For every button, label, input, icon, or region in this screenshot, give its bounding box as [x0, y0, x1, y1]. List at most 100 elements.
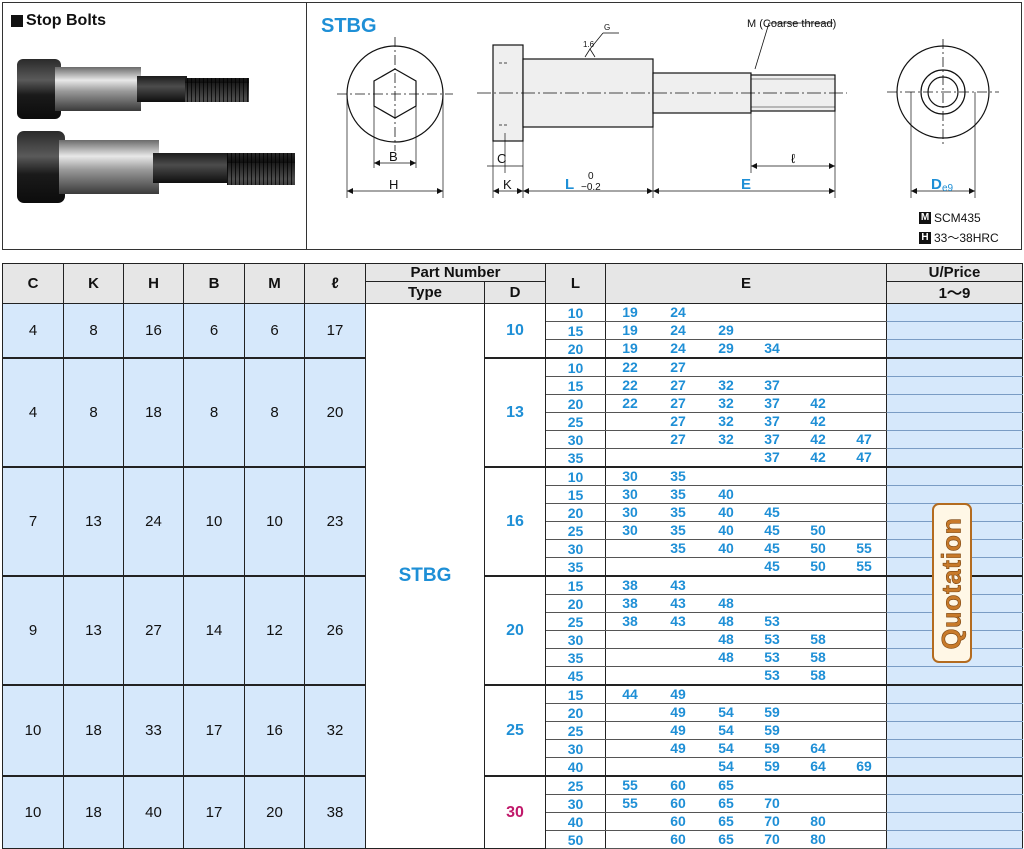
cell-price — [886, 339, 1023, 359]
e-value: 59 — [764, 758, 780, 774]
cell-d: 16 — [484, 466, 546, 577]
cell-b: 6 — [183, 303, 245, 359]
cell-m: 10 — [244, 466, 305, 577]
e-value: 54 — [718, 758, 734, 774]
e-value: 40 — [718, 540, 734, 556]
cell-price — [886, 812, 1023, 831]
cell-b: 10 — [183, 466, 245, 577]
e-value: 27 — [670, 413, 686, 429]
cell-ell: 20 — [304, 357, 366, 468]
cell-h: 33 — [123, 684, 184, 777]
cell-l: 20 — [545, 339, 606, 359]
header-ell: ℓ — [304, 263, 366, 304]
e-value: 40 — [718, 504, 734, 520]
cell-price — [886, 412, 1023, 431]
e-value: 43 — [670, 613, 686, 629]
cell-b: 17 — [183, 775, 245, 849]
e-value: 53 — [764, 631, 780, 647]
e-value: 30 — [622, 486, 638, 502]
cell-l: 35 — [545, 448, 606, 468]
cell-l: 30 — [545, 794, 606, 813]
cell-l: 15 — [545, 684, 606, 704]
cell-ell: 32 — [304, 684, 366, 777]
material-legend: M SCM435 — [919, 211, 981, 225]
header-m: M — [244, 263, 305, 304]
e-value: 53 — [764, 613, 780, 629]
header-e: E — [605, 263, 887, 304]
e-value: 24 — [670, 322, 686, 338]
e-value: 22 — [622, 359, 638, 375]
e-value: 59 — [764, 722, 780, 738]
cell-price — [886, 376, 1023, 395]
e-value: 64 — [810, 758, 826, 774]
e-value: 32 — [718, 395, 734, 411]
technical-drawing-panel: STBG — [307, 3, 1021, 249]
header-type: Type — [365, 281, 485, 304]
product-photo-panel: Stop Bolts — [3, 3, 307, 249]
e-value: 70 — [764, 813, 780, 829]
spec-table: C K H B M ℓ Part Number L E U/Price Type… — [2, 263, 1023, 849]
cell-price — [886, 721, 1023, 740]
cell-l: 25 — [545, 775, 606, 795]
dim-l-label: L — [565, 176, 574, 193]
cell-l: 25 — [545, 721, 606, 740]
cell-price — [886, 303, 1023, 322]
cell-ell: 23 — [304, 466, 366, 577]
e-value: 59 — [764, 740, 780, 756]
header-part-number: Part Number — [365, 263, 546, 282]
cell-c: 4 — [2, 357, 64, 468]
e-value: 35 — [670, 522, 686, 538]
e-value: 60 — [670, 777, 686, 793]
cell-price — [886, 466, 1023, 486]
e-value: 58 — [810, 649, 826, 665]
cell-l: 15 — [545, 575, 606, 595]
e-value: 53 — [764, 667, 780, 683]
cell-l: 25 — [545, 412, 606, 431]
cell-d: 10 — [484, 303, 546, 359]
cell-l: 35 — [545, 648, 606, 667]
e-value: 19 — [622, 340, 638, 356]
e-value: 55 — [856, 558, 872, 574]
cell-l: 20 — [545, 703, 606, 722]
technical-drawing: B H C K ℓ M (Coarse thread) 1.6 G L E D … — [337, 18, 999, 198]
e-value: 32 — [718, 431, 734, 447]
e-value: 64 — [810, 740, 826, 756]
cell-price — [886, 485, 1023, 504]
e-value: 42 — [810, 449, 826, 465]
e-value: 37 — [764, 395, 780, 411]
cell-m: 6 — [244, 303, 305, 359]
cell-l: 15 — [545, 485, 606, 504]
cell-price — [886, 321, 1023, 340]
cell-type: STBG — [365, 303, 485, 849]
e-value: 19 — [622, 304, 638, 320]
e-value: 42 — [810, 431, 826, 447]
e-value: 59 — [764, 704, 780, 720]
cell-l: 30 — [545, 630, 606, 649]
dim-h-label: H — [389, 177, 398, 192]
header-h: H — [123, 263, 184, 304]
e-value: 27 — [670, 377, 686, 393]
cell-l: 35 — [545, 557, 606, 577]
dim-d-label: D — [931, 176, 942, 193]
e-value: 27 — [670, 395, 686, 411]
cell-h: 24 — [123, 466, 184, 577]
cell-price — [886, 430, 1023, 449]
